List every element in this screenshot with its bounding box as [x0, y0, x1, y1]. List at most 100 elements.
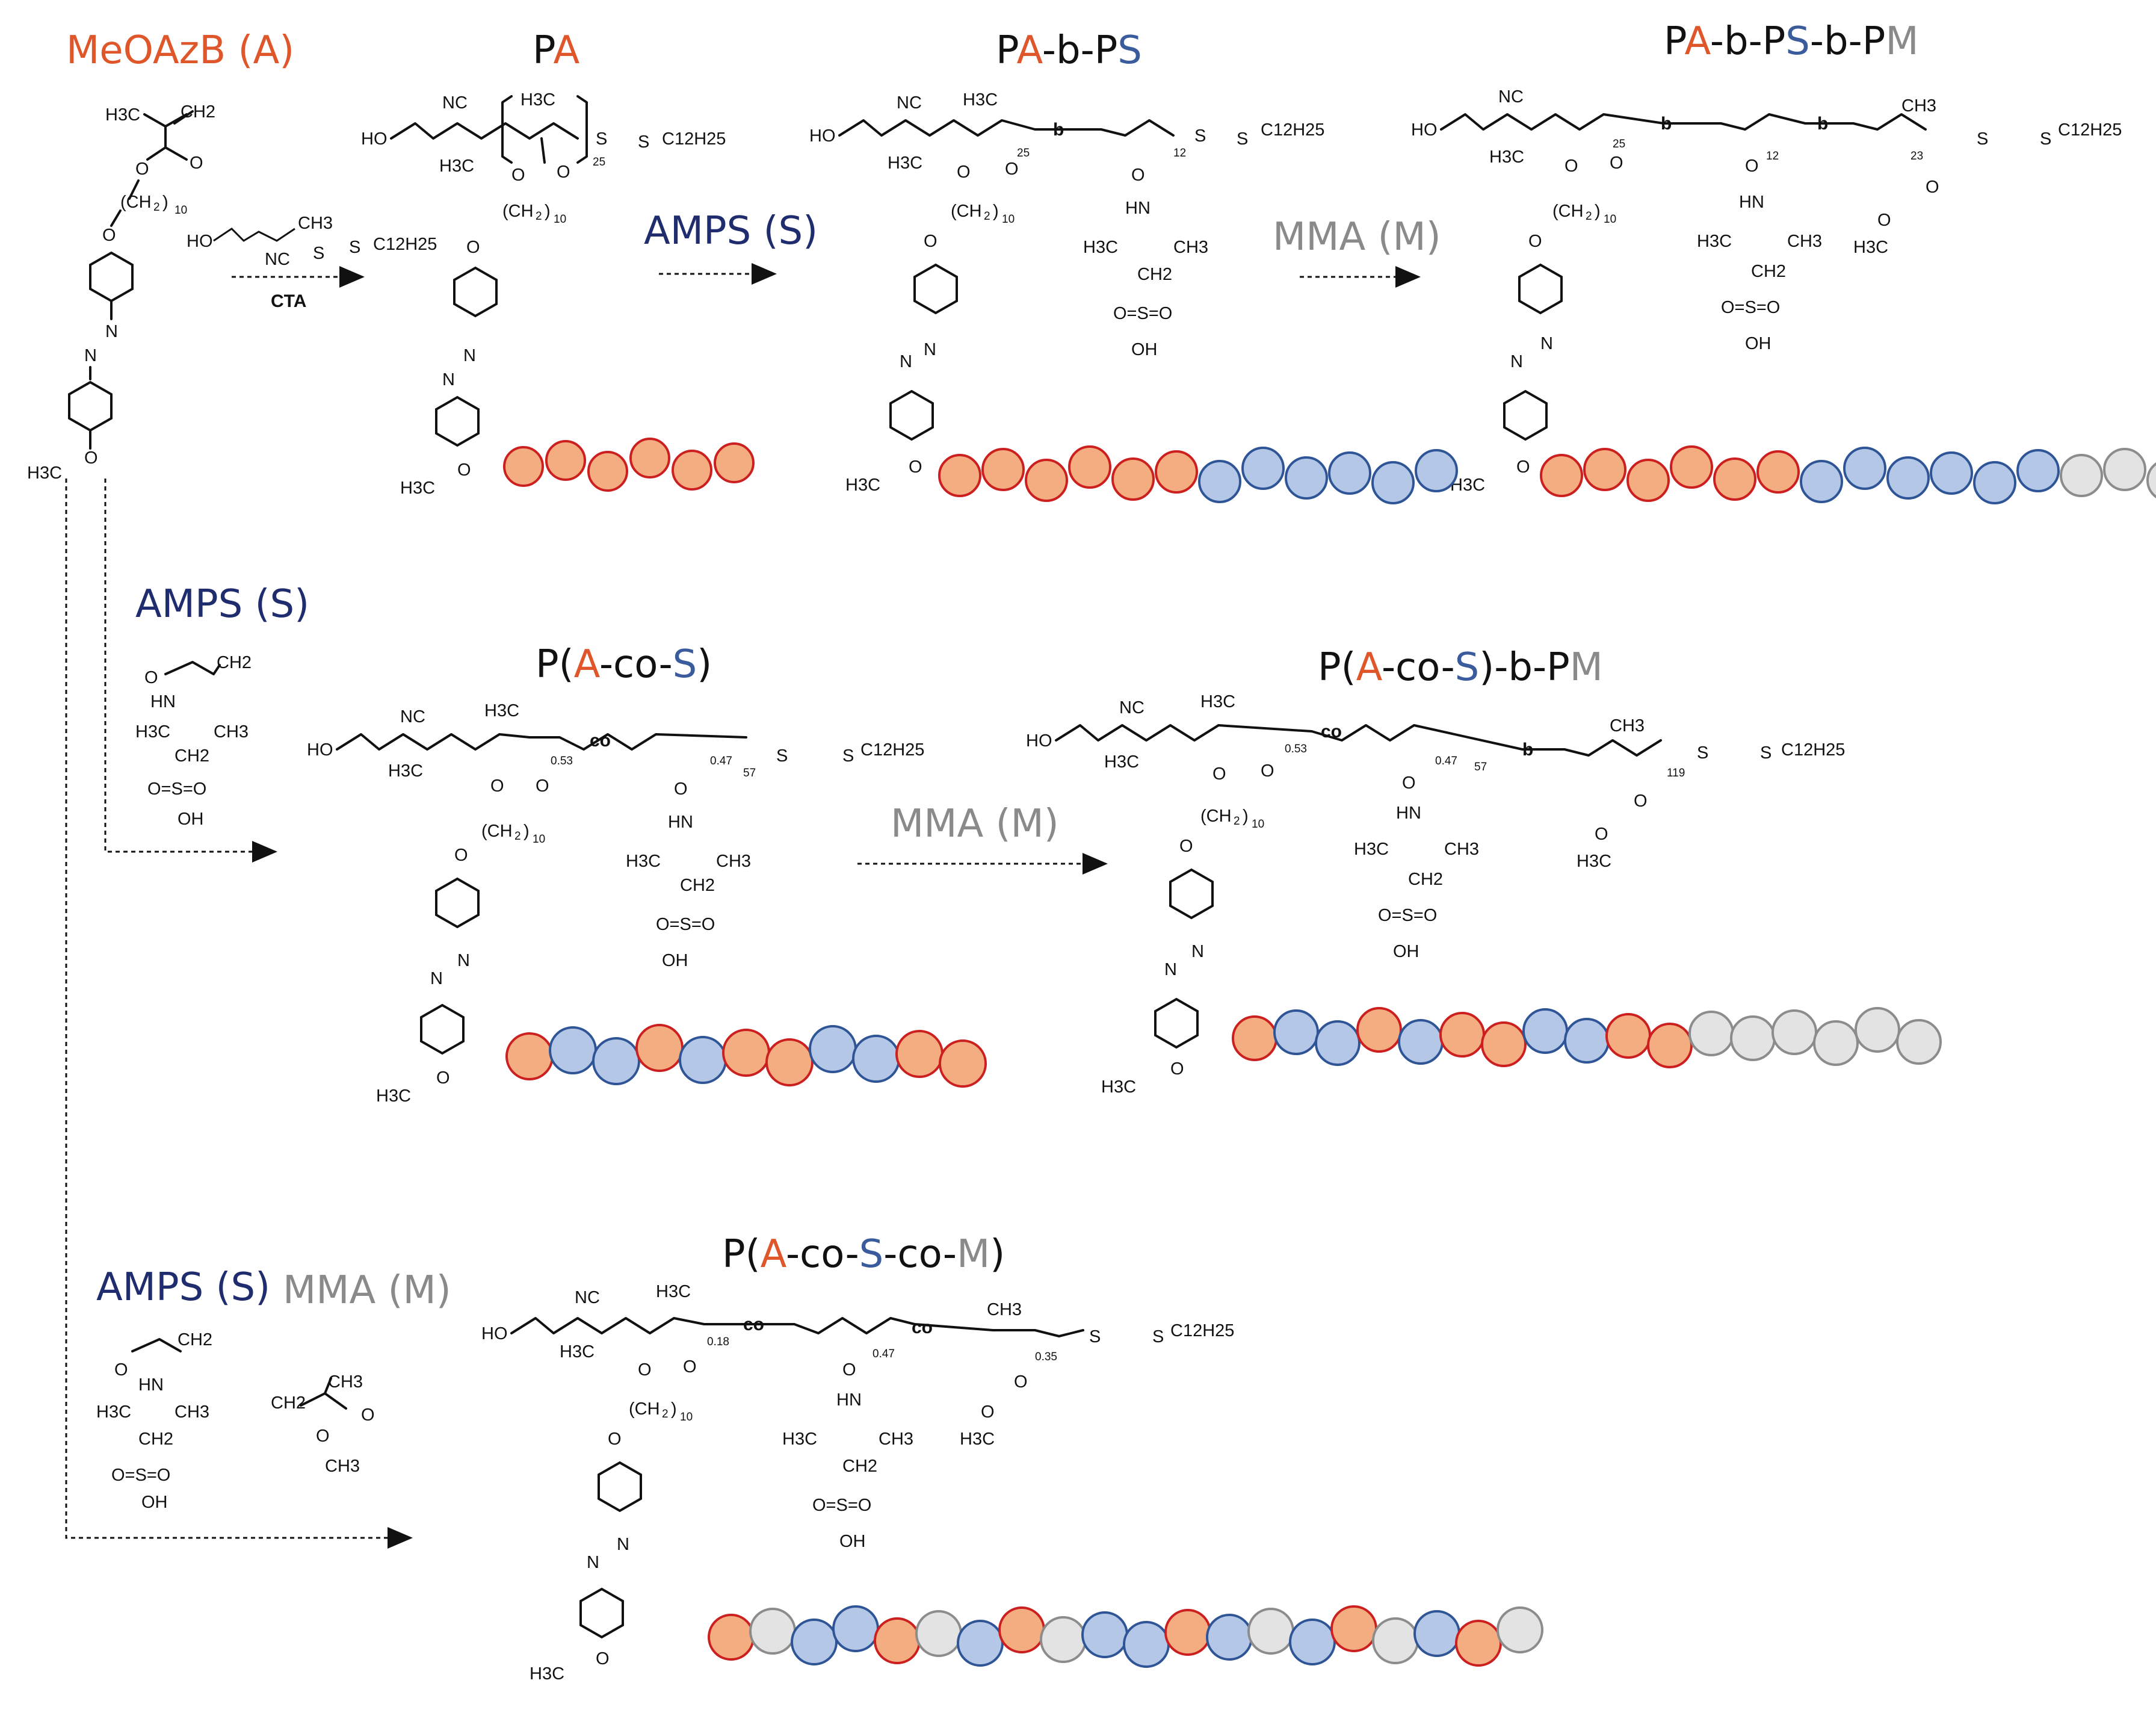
svg-text:C12H25: C12H25 — [1781, 740, 1845, 760]
bead-S — [852, 1035, 900, 1083]
svg-text:2: 2 — [153, 201, 160, 214]
svg-text:N: N — [1510, 352, 1523, 371]
svg-text:H3C: H3C — [520, 90, 555, 110]
svg-text:CH3: CH3 — [987, 1300, 1022, 1319]
svg-text:O=S=O: O=S=O — [111, 1466, 170, 1485]
svg-text:O: O — [1131, 166, 1145, 185]
svg-text:C12H25: C12H25 — [2058, 120, 2122, 140]
svg-text:CH3: CH3 — [1173, 238, 1208, 257]
svg-text:H3C: H3C — [135, 722, 170, 742]
svg-text:CH2: CH2 — [1751, 262, 1786, 281]
bead-S — [1206, 1614, 1253, 1661]
cta-structure: HO NC CH3 S S C12H25 — [187, 214, 437, 269]
svg-text:P(A-co-S-co-M): P(A-co-S-co-M) — [722, 1232, 1005, 1277]
title-monomer: MeOAzB (A) — [66, 28, 294, 73]
amps-monomer-structure-row2: CH2 O HN H3C CH3 CH2 O=S=O OH — [135, 653, 252, 829]
bead-M — [749, 1608, 796, 1655]
title-p-a-co-s-b-pm: P(A-co-S)-b-PM — [1318, 645, 1603, 690]
svg-text:10: 10 — [680, 1411, 693, 1423]
svg-text:H3C: H3C — [27, 463, 62, 483]
svg-text:57: 57 — [743, 767, 756, 779]
bead-S — [592, 1037, 640, 1085]
bead-M — [2146, 462, 2156, 498]
svg-text:NC: NC — [1498, 87, 1524, 107]
bead-A — [505, 1032, 554, 1080]
bead-M — [1040, 1616, 1087, 1663]
monomer-name: MeOAzB (A) — [66, 28, 294, 73]
svg-text:S: S — [1089, 1327, 1101, 1346]
svg-text:0.53: 0.53 — [1285, 743, 1307, 755]
svg-text:CH2: CH2 — [138, 1430, 173, 1449]
bead-M — [1497, 1606, 1543, 1653]
svg-text:O: O — [1005, 160, 1019, 179]
bead-S — [832, 1605, 879, 1652]
svg-text:23: 23 — [1910, 150, 1923, 163]
svg-text:H3C: H3C — [439, 156, 474, 176]
bead-M — [1730, 1015, 1776, 1061]
reagent-mma-row3: MMA (M) — [283, 1268, 451, 1313]
bead-A — [1068, 445, 1111, 489]
reagent-mma-row2: MMA (M) — [891, 802, 1059, 846]
svg-text:H3C: H3C — [963, 90, 998, 110]
bead-A — [939, 1039, 987, 1088]
co-s-b-pm-structure: HO NC H3C H3C 0.53 co 0.47 57 b CH3 119 … — [1026, 692, 1845, 1097]
svg-text:0.47: 0.47 — [710, 755, 732, 767]
co-s-structure: HO NC H3C H3C 0.53 co 0.47 57 S S C12H25… — [307, 701, 924, 1106]
svg-text:CH2: CH2 — [1137, 265, 1172, 284]
svg-text:S: S — [1152, 1327, 1164, 1346]
reagent-amps-row2: AMPS (S) — [135, 582, 309, 627]
svg-text:S: S — [313, 244, 324, 263]
svg-text:O: O — [1516, 457, 1530, 477]
svg-text:O: O — [466, 238, 480, 257]
bead-A — [895, 1030, 944, 1078]
svg-text:10: 10 — [554, 213, 566, 226]
bead-A — [722, 1029, 770, 1077]
svg-text:O=S=O: O=S=O — [1113, 304, 1172, 323]
svg-text:25: 25 — [1613, 138, 1625, 150]
bead-S — [1241, 447, 1285, 490]
svg-text:H3C: H3C — [1577, 852, 1611, 871]
svg-text:PA-b-PS: PA-b-PS — [996, 28, 1142, 73]
svg-text:HN: HN — [138, 1375, 164, 1395]
arrow-monomer-to-copolymer — [104, 479, 277, 863]
bead-S — [1371, 461, 1415, 504]
svg-text:CH3: CH3 — [1787, 232, 1822, 251]
svg-text:O: O — [683, 1357, 697, 1377]
svg-text:CH2: CH2 — [181, 102, 215, 122]
svg-text:b: b — [1817, 114, 1828, 134]
svg-text:N: N — [84, 346, 97, 365]
bead-M — [2060, 454, 2103, 497]
bead-S — [1198, 460, 1241, 503]
bead-A — [1713, 457, 1756, 501]
svg-text:co: co — [590, 731, 611, 751]
bead-M — [1372, 1617, 1419, 1664]
svg-text:O=S=O: O=S=O — [656, 915, 715, 934]
svg-text:O: O — [638, 1360, 652, 1380]
svg-text:co: co — [743, 1315, 764, 1334]
bead-S — [1289, 1619, 1336, 1665]
svg-text:O: O — [490, 776, 504, 796]
bead-A — [1356, 1007, 1402, 1053]
svg-text:CH2: CH2 — [271, 1393, 306, 1413]
svg-text:H3C: H3C — [626, 852, 661, 871]
bead-chain-pa-b-ps — [938, 445, 1458, 504]
title-p-a-co-s: P(A-co-S) — [536, 642, 712, 687]
svg-text:O: O — [1528, 232, 1542, 251]
svg-text:H3C: H3C — [388, 761, 423, 781]
svg-text:N: N — [442, 370, 455, 389]
svg-text:O: O — [557, 163, 570, 182]
triblock-structure: HO NC H3C b b 25 12 23 CH3 S S C12H25 O … — [1411, 87, 2122, 495]
bead-A — [1583, 448, 1626, 491]
svg-text:O: O — [190, 153, 203, 173]
bead-S — [1081, 1611, 1128, 1658]
svg-text:P(A-co-S)-b-PM: P(A-co-S)-b-PM — [1318, 645, 1603, 690]
co-s-co-m-structure: HO NC H3C H3C 0.18 co 0.47 co CH3 0.35 S… — [481, 1282, 1234, 1684]
svg-text:HN: HN — [1125, 199, 1151, 218]
bead-S — [1564, 1018, 1610, 1064]
bead-A — [1540, 454, 1583, 497]
svg-text:N: N — [430, 969, 443, 988]
svg-text:O: O — [957, 163, 971, 182]
title-pa-b-ps: PA-b-PS — [996, 28, 1142, 73]
bead-S — [1886, 456, 1930, 500]
